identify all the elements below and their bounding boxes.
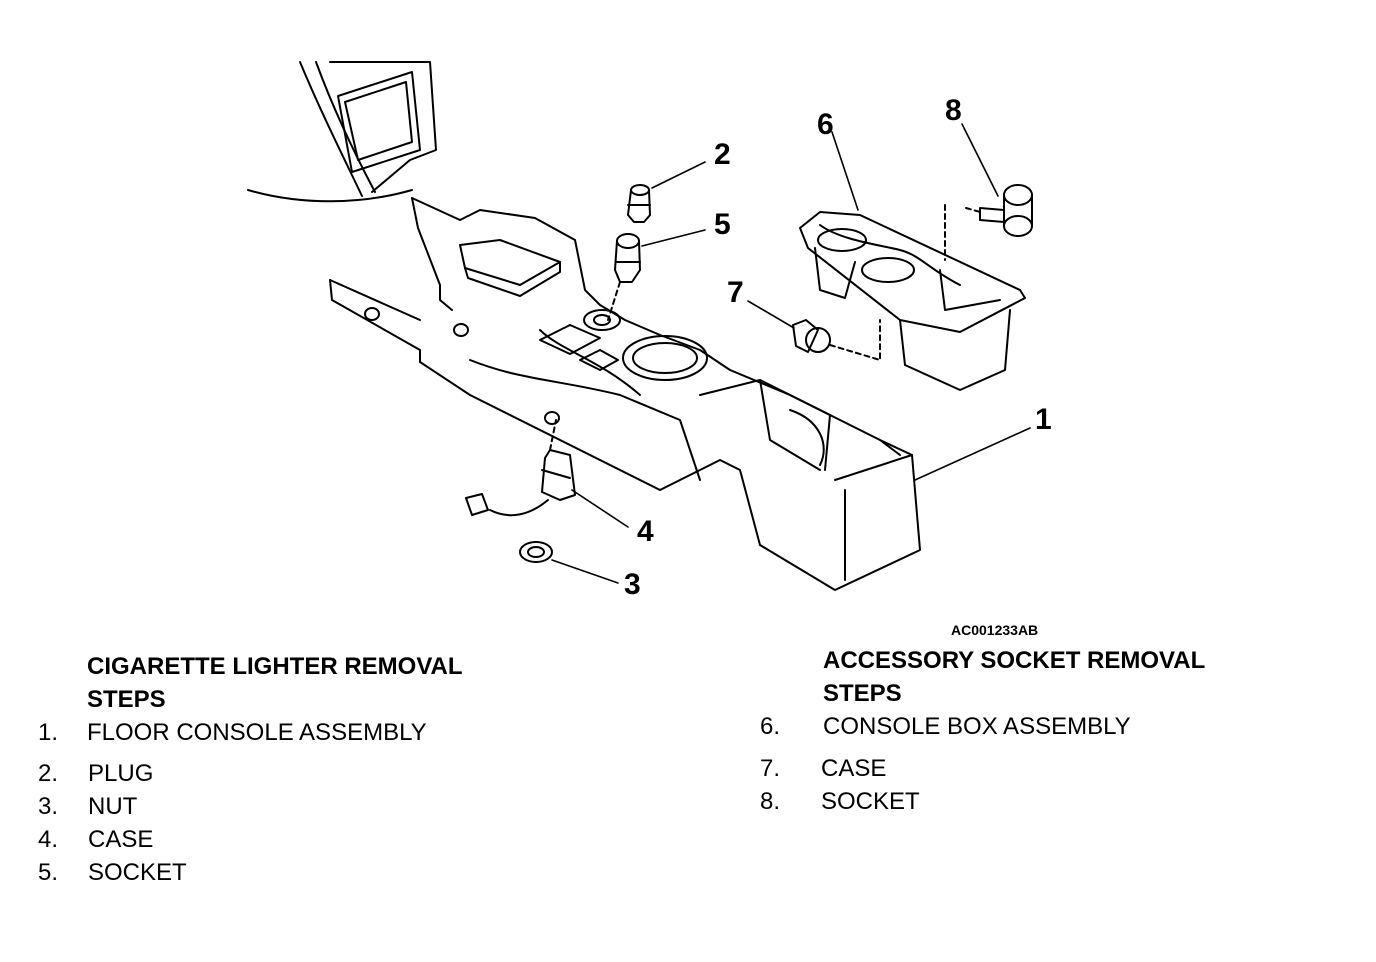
step-number: 4. (38, 826, 59, 853)
step-item: 7. CASE (760, 752, 1260, 785)
step-item: 5. SOCKET (38, 856, 538, 889)
socket-part (607, 233, 641, 321)
step-number: 3. (38, 793, 59, 820)
callout-5: 5 (714, 208, 731, 241)
step-number: 5. (38, 859, 59, 886)
figure-reference-code: AC001233AB (951, 622, 1039, 638)
step-number: 2. (38, 760, 59, 787)
accessory-socket-part (965, 184, 1033, 237)
plug-part (627, 184, 651, 223)
leader-lines (551, 123, 1031, 584)
heading-line: STEPS (823, 680, 902, 707)
step-label: SOCKET (88, 859, 187, 886)
step-label: NUT (88, 793, 138, 820)
callout-1: 1 (1035, 403, 1052, 436)
callout-8: 8 (945, 94, 962, 127)
cigarette-lighter-steps: 1. FLOOR CONSOLE ASSEMBLY 2. PLUG 3. NUT… (38, 716, 538, 889)
callout-6: 6 (817, 108, 834, 141)
step-number: 6. (760, 713, 781, 740)
step-item: 3. NUT (38, 790, 538, 823)
accessory-case-part (792, 319, 881, 361)
cigarette-lighter-heading: CIGARETTE LIGHTER REMOVAL STEPS (87, 650, 463, 716)
callout-2: 2 (714, 138, 731, 171)
step-number: 7. (760, 755, 781, 782)
floor-console-assembly (329, 197, 921, 591)
step-number: 1. (38, 719, 59, 746)
step-label: FLOOR CONSOLE ASSEMBLY (87, 719, 427, 746)
accessory-socket-heading: ACCESSORY SOCKET REMOVAL STEPS (823, 644, 1205, 710)
heading-line: CIGARETTE LIGHTER REMOVAL (87, 653, 463, 680)
heading-line: STEPS (87, 686, 166, 713)
instrument-panel-fragment (247, 61, 437, 203)
step-item: 2. PLUG (38, 757, 538, 790)
step-label: PLUG (88, 760, 154, 787)
step-number: 8. (760, 788, 781, 815)
step-label: SOCKET (821, 788, 920, 815)
callout-7: 7 (727, 276, 744, 309)
step-label: CASE (88, 826, 154, 853)
step-item: 6. CONSOLE BOX ASSEMBLY (760, 710, 1260, 752)
accessory-socket-steps: 6. CONSOLE BOX ASSEMBLY 7. CASE 8. SOCKE… (760, 710, 1260, 818)
step-label: CASE (821, 755, 887, 782)
case-with-harness (465, 419, 576, 517)
step-item: 8. SOCKET (760, 785, 1260, 818)
console-box-assembly (799, 204, 1026, 391)
callout-3: 3 (624, 568, 641, 601)
heading-line: ACCESSORY SOCKET REMOVAL (823, 647, 1206, 674)
step-item: 4. CASE (38, 823, 538, 856)
callout-4: 4 (637, 515, 654, 548)
step-item: 1. FLOOR CONSOLE ASSEMBLY (38, 716, 538, 757)
nut-part (519, 541, 553, 563)
step-label: CONSOLE BOX ASSEMBLY (823, 713, 1131, 740)
